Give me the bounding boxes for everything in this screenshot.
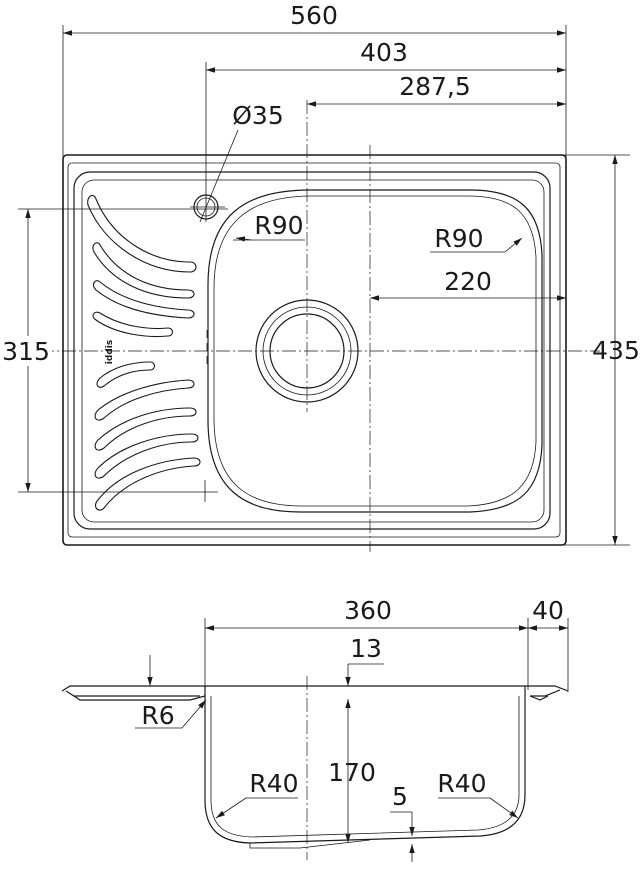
dim-bottom-slope: 5 — [392, 782, 408, 811]
top-view: iddis 560 403 287,5 Ø35 R90 R90 220 — [0, 1, 640, 552]
bowl-inner-outline — [213, 195, 537, 507]
dim-bowl-width: 360 — [344, 596, 392, 625]
bowl-section-outer — [204, 686, 526, 844]
drainer-grooves — [87, 194, 201, 511]
dim-315-label-bg — [0, 336, 52, 366]
r40-left-leader-arrow — [215, 797, 247, 819]
tap-hole-leader — [199, 129, 239, 223]
bowl-outline — [207, 189, 543, 513]
dim-rim-thickness: 13 — [350, 634, 382, 663]
r90-right-leader-arrow — [504, 237, 523, 253]
dim-half-bowl: 220 — [444, 267, 492, 296]
r90-left-leader-arrow — [235, 236, 253, 242]
sink-deck-inner-outline — [81, 179, 545, 523]
sink-outer-outline — [62, 154, 567, 546]
dim-radius-left: R90 — [254, 211, 303, 240]
dim-overall-depth: 435 — [592, 336, 640, 365]
dim-edge-radius: R6 — [141, 701, 174, 730]
dim-drain-to-right: 287,5 — [399, 72, 471, 101]
sink-deck-outline — [73, 171, 551, 530]
section-view: 360 40 13 170 5 R6 R40 R40 — [61, 596, 569, 862]
bowl-bottom-step — [249, 839, 371, 849]
deck-bottom-surface — [65, 689, 561, 697]
r40-right-leader-arrow — [489, 797, 519, 819]
dim-bottom-radius-left: R40 — [249, 769, 298, 798]
left-rim-edge — [73, 695, 206, 701]
dim-radius-right: R90 — [434, 224, 483, 253]
bowl-section-inner — [210, 696, 520, 838]
dim-rim-width: 40 — [532, 596, 564, 625]
dim-bowl-depth: 170 — [328, 758, 376, 787]
dim-tap-to-right: 403 — [360, 38, 408, 67]
dim-bottom-radius-right: R40 — [437, 769, 486, 798]
dim-overall-width: 560 — [290, 1, 338, 30]
sink-rim-inner-outline — [67, 162, 561, 538]
dim-tap-hole-diameter: Ø35 — [232, 101, 284, 130]
dim-groove-span: 315 — [2, 337, 50, 366]
brand-logo: iddis — [105, 340, 115, 364]
r6-leader-arrow — [181, 699, 207, 729]
deck-top-surface — [61, 685, 569, 692]
right-rim-edge — [529, 695, 549, 701]
